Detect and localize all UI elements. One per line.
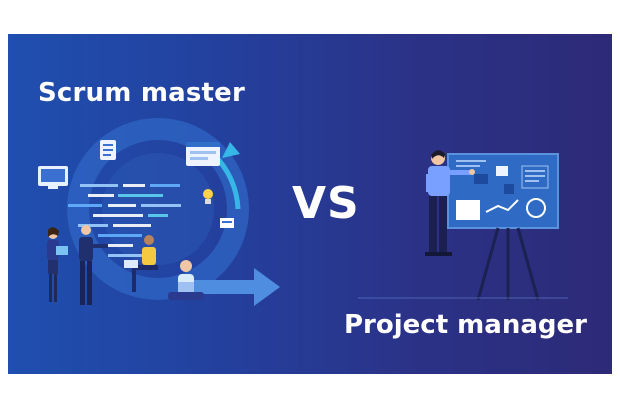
- chart-line: [485, 199, 519, 213]
- vs-label: VS: [292, 178, 360, 229]
- sticky-note-large: [456, 200, 480, 220]
- circle-mark: [526, 198, 546, 218]
- hero-banner: Scrum master VS Project manager: [8, 34, 612, 374]
- person-man: [79, 225, 108, 305]
- lightbulb-icon: [203, 189, 213, 204]
- person-manager: [425, 150, 475, 256]
- monitor-icon: [38, 166, 68, 189]
- person-laptop: [168, 260, 204, 300]
- browser-window-icon: [186, 142, 220, 166]
- cycle-arrowhead: [222, 142, 240, 158]
- small-card-icon: [220, 218, 234, 228]
- code-lines: [68, 184, 181, 257]
- team-people-illustration: [47, 225, 204, 305]
- scrum-master-title: Scrum master: [38, 78, 246, 108]
- document-icon: [100, 140, 116, 160]
- scrum-cycle-illustration: [38, 118, 280, 306]
- sticky-note: [496, 166, 508, 176]
- whiteboard: [447, 153, 559, 229]
- person-woman: [47, 227, 68, 302]
- arrow-right-icon: [178, 268, 280, 306]
- manager-whiteboard-illustration: [358, 150, 568, 301]
- person-seated: [124, 235, 158, 292]
- easel-legs: [476, 227, 540, 301]
- project-manager-title: Project manager: [344, 310, 587, 340]
